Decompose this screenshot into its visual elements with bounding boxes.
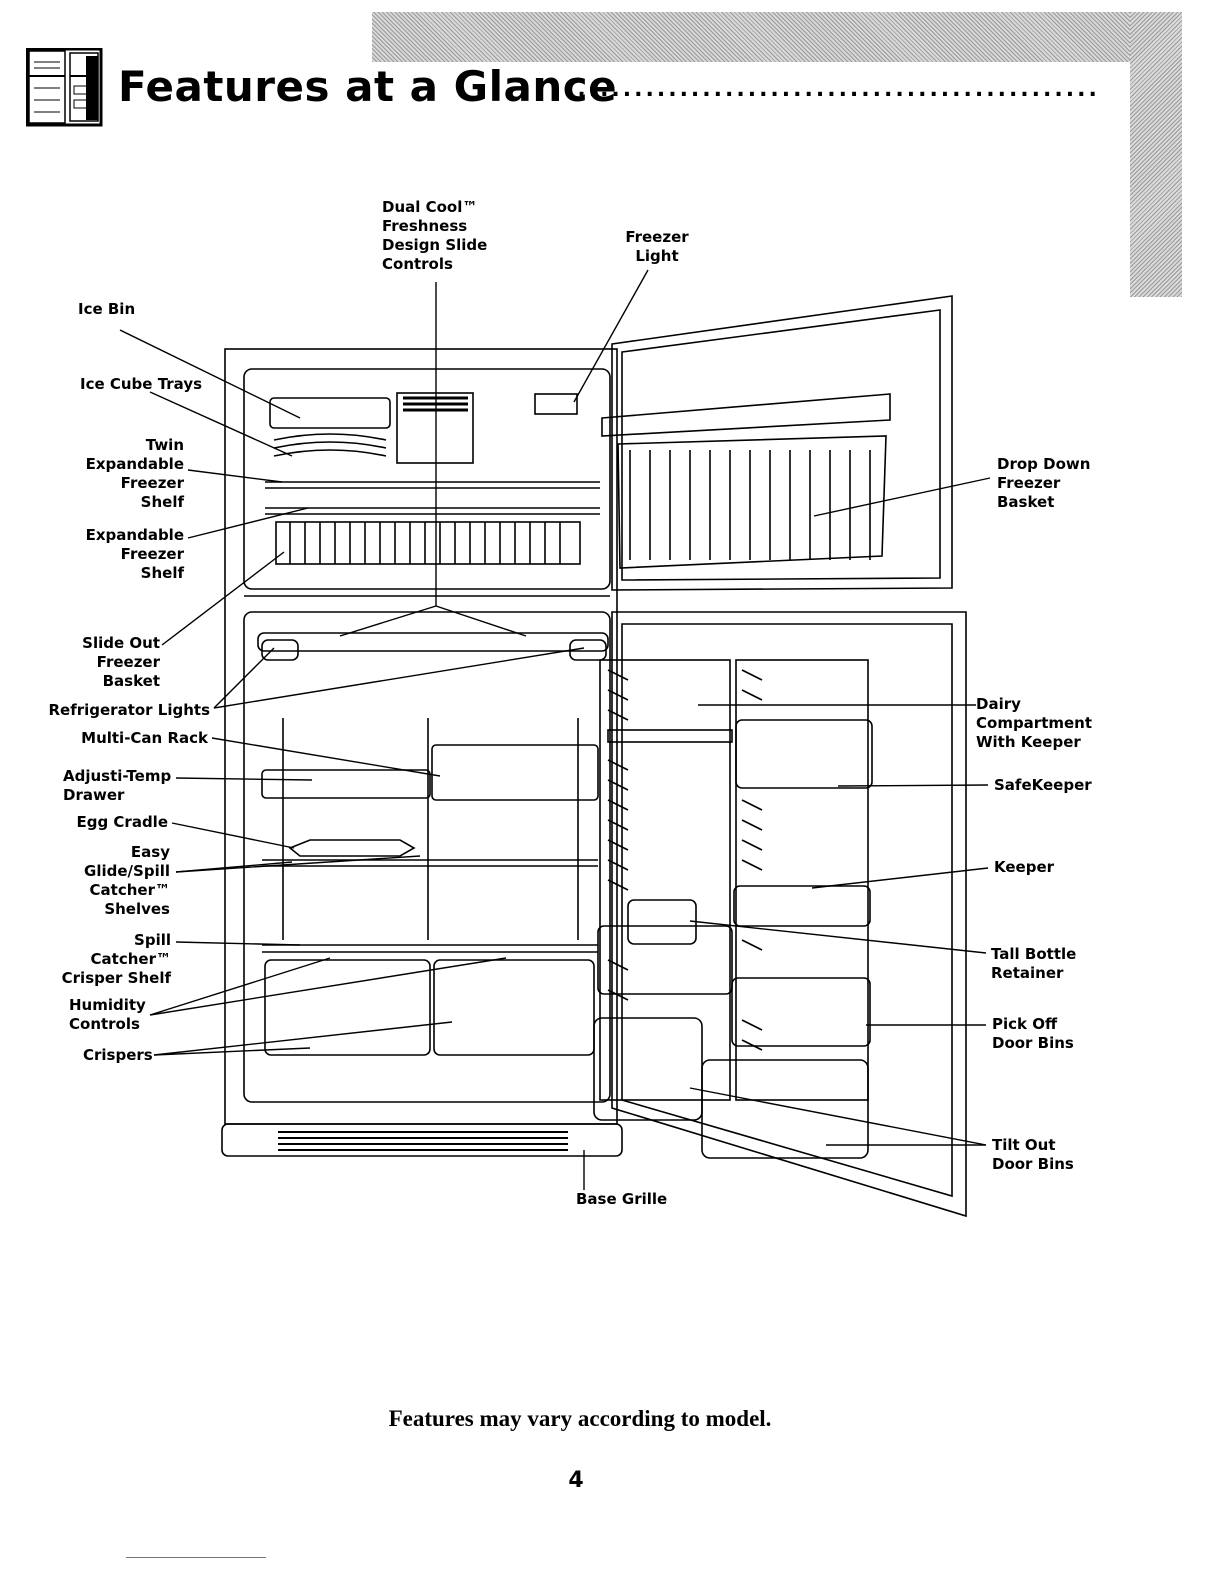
label-humidity-controls: Humidity Controls: [69, 996, 146, 1033]
label-adjusti-temp-drawer: Adjusti-Temp Drawer: [63, 767, 172, 804]
bottom-rule: [126, 1557, 266, 1558]
refrigerator-icon: [26, 48, 103, 127]
label-drop-down-basket: Drop Down Freezer Basket: [997, 455, 1091, 511]
header-shaded-side: [1130, 12, 1182, 297]
header-shaded-bar: [372, 12, 1182, 62]
label-tilt-out-door-bins: Tilt Out Door Bins: [992, 1136, 1074, 1173]
label-easy-glide-shelves: Easy Glide/Spill Catcher™ Shelves: [84, 843, 170, 918]
label-slide-out-basket: Slide Out Freezer Basket: [82, 634, 160, 690]
label-twin-expandable-shelf: Twin Expandable Freezer Shelf: [85, 436, 184, 511]
label-tall-bottle-retainer: Tall Bottle Retainer: [991, 945, 1077, 982]
label-refrigerator-lights: Refrigerator Lights: [48, 701, 210, 719]
label-egg-cradle: Egg Cradle: [76, 813, 168, 831]
title-leader-dots: ........................................…: [566, 78, 1102, 102]
label-dual-cool-controls: Dual Cool™ Freshness Design Slide Contro…: [382, 198, 488, 273]
label-freezer-light: Freezer Light: [625, 228, 689, 265]
label-safekeeper: SafeKeeper: [994, 776, 1092, 794]
page-number: 4: [568, 1468, 584, 1493]
label-expandable-shelf: Expandable Freezer Shelf: [85, 526, 184, 582]
label-base-grille: Base Grille: [576, 1190, 668, 1208]
label-dairy-compartment: Dairy Compartment With Keeper: [976, 695, 1093, 751]
page-title: Features at a Glance: [118, 62, 618, 111]
label-ice-bin: Ice Bin: [78, 300, 136, 318]
label-spill-catcher-crisper-shelf: Spill Catcher™ Crisper Shelf: [61, 931, 171, 987]
label-multi-can-rack: Multi-Can Rack: [81, 729, 208, 747]
label-crispers: Crispers: [83, 1046, 153, 1064]
label-ice-cube-trays: Ice Cube Trays: [80, 375, 203, 393]
footnote: Features may vary according to model.: [388, 1406, 772, 1431]
label-keeper: Keeper: [994, 858, 1055, 876]
label-pick-off-door-bins: Pick Off Door Bins: [992, 1015, 1074, 1052]
